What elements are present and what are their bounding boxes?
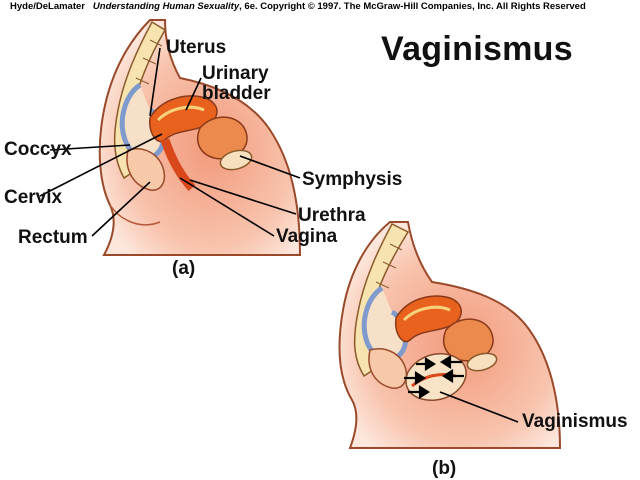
label-uterus: Uterus xyxy=(166,37,227,58)
header-copyright: , 6e. Copyright © 1997. The McGraw-Hill … xyxy=(239,1,586,12)
copyright-header: Hyde/DeLamater Understanding Human Sexua… xyxy=(10,1,586,12)
label-vagina: Vagina xyxy=(276,226,338,247)
spasm-arrows xyxy=(404,355,464,399)
label-urethra: Urethra xyxy=(298,205,366,226)
caption-panel-a: (a) xyxy=(172,258,196,279)
header-book-title: Understanding Human Sexuality xyxy=(92,1,240,12)
label-rectum: Rectum xyxy=(18,227,88,248)
header-authors: Hyde/DeLamater xyxy=(10,1,85,12)
label-cervix: Cervix xyxy=(4,187,63,208)
label-symphysis: Symphysis xyxy=(302,169,403,190)
label-urinary: Urinary xyxy=(202,63,269,84)
label-coccyx: Coccyx xyxy=(4,139,72,160)
diagram-title: Vaginismus xyxy=(381,30,573,68)
label-vaginismus: Vaginismus xyxy=(522,411,628,432)
caption-panel-b: (b) xyxy=(432,458,457,479)
label-bladder: bladder xyxy=(202,83,271,104)
panel-a-leader-lines xyxy=(39,47,301,237)
panel-a-illustration xyxy=(98,19,302,256)
vaginismus-leader-line xyxy=(439,391,519,423)
panel-b-illustration xyxy=(338,221,562,449)
